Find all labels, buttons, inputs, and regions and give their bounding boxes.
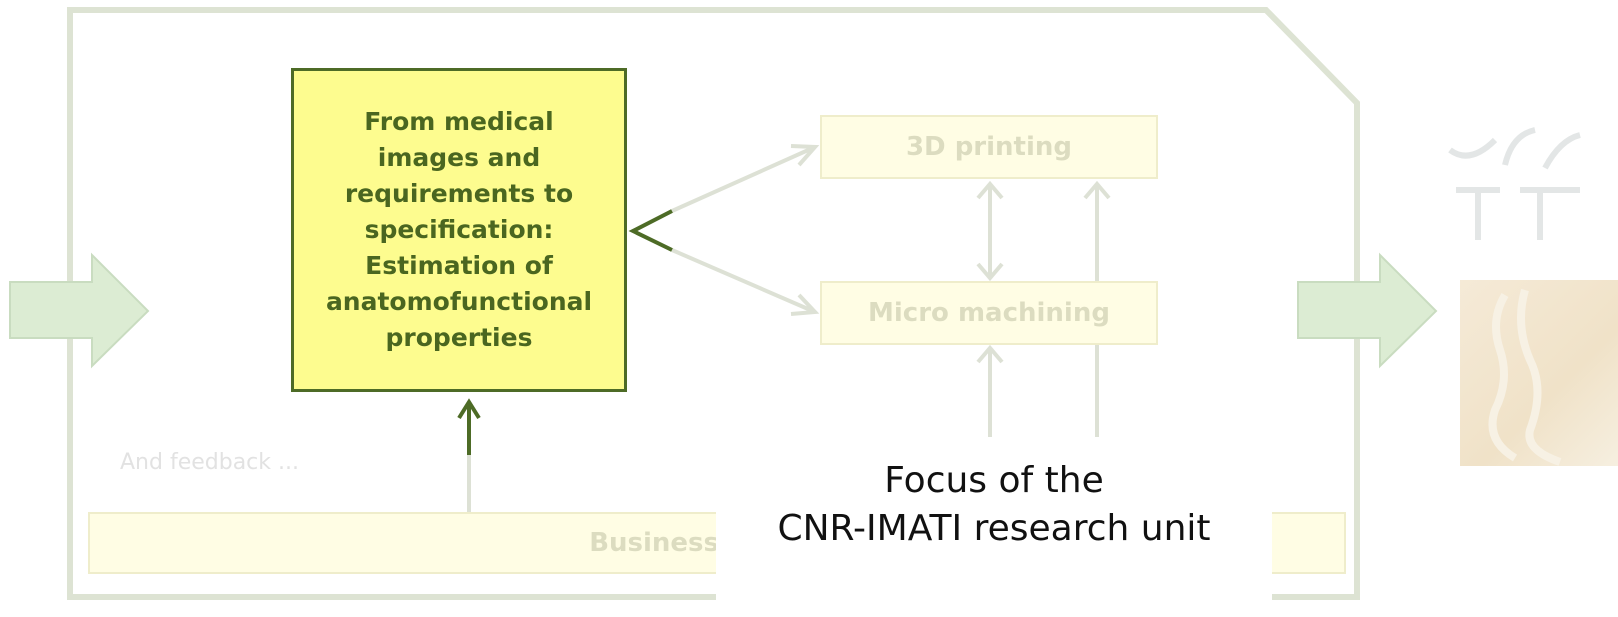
implant-photo — [1460, 280, 1618, 466]
main-box-text: From medical images and requirements to … — [326, 104, 592, 356]
outer-frame-outline — [67, 7, 1360, 600]
3d-printing-box: 3D printing — [820, 115, 1158, 179]
arrow-to-micro-machining — [671, 248, 816, 314]
main-box-line: anatomofunctional — [325, 287, 593, 316]
micro-machining-label: Micro machining — [868, 298, 1110, 328]
focus-callout-line2: CNR-IMATI research unit — [777, 508, 1211, 549]
right-output-arrow — [1297, 252, 1438, 369]
left-input-arrow — [9, 252, 150, 369]
highlighted-arrowhead-right — [628, 209, 673, 252]
focus-callout-line1: Focus of the — [884, 460, 1104, 501]
implant-sketch-icon — [1488, 288, 1562, 466]
implant-icons — [1448, 127, 1581, 240]
arrow-to-3d-printing — [671, 145, 816, 213]
main-box-line: Estimation of — [365, 251, 553, 280]
main-box-line: From medical — [364, 107, 554, 136]
feedback-text: And feedback ... — [120, 450, 299, 475]
arrowhead-up-micro-machining — [976, 344, 1004, 364]
main-box-line: properties — [385, 323, 533, 352]
arrowhead-3d-printing — [790, 144, 820, 167]
3d-printing-label: 3D printing — [905, 132, 1073, 162]
medical-images-specification-box: From medical images and requirements to … — [291, 68, 627, 392]
micro-machining-box: Micro machining — [820, 281, 1158, 345]
main-box-line: images and — [377, 143, 541, 172]
arrowhead-micro-machining — [790, 293, 820, 316]
double-arrowhead-bottom — [976, 262, 1004, 282]
main-box-line: requirements to — [344, 179, 574, 208]
focus-callout: Focus of the CNR-IMATI research unit — [716, 437, 1272, 617]
highlighted-arrowhead-up — [457, 398, 481, 420]
double-arrowhead-top — [976, 180, 1004, 200]
arrowhead-up-3d-printing — [1083, 180, 1111, 200]
main-box-line: specification: — [364, 215, 554, 244]
